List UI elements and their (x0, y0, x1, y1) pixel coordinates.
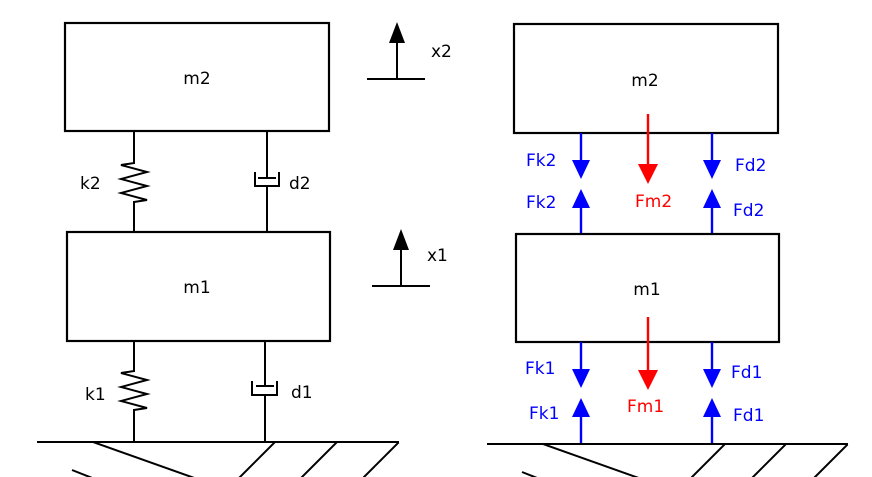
coordinate-x2-label: x2 (431, 42, 452, 62)
spring-k1: k1 (85, 341, 151, 442)
fbd-lower-forces: Fk1 Fk1 Fm1 Fd1 Fd1 (525, 317, 764, 444)
fbd-mass-m2-box (512, 22, 780, 135)
spring-k1-label: k1 (85, 385, 106, 405)
fbd-ground (487, 443, 849, 477)
fm2-label: Fm2 (635, 192, 672, 212)
fbd-ground-hatching-icon (521, 445, 849, 477)
fd1-down-label: Fd1 (731, 363, 762, 383)
fd1-up-arrow-icon (703, 398, 721, 417)
spring-k2: k2 (80, 131, 151, 232)
fk2-down-label: Fk2 (526, 151, 556, 171)
fd1-up-label: Fd1 (733, 406, 764, 426)
fbd-mass-m2-block: m2 (512, 22, 780, 135)
fm1-arrow-icon (638, 370, 658, 390)
spring-k2-icon (117, 131, 151, 232)
spring-k2-label: k2 (80, 174, 101, 194)
fd2-down-label: Fd2 (735, 156, 766, 176)
arrow-up-icon (389, 22, 405, 43)
fk1-up-label: Fk1 (529, 404, 559, 424)
fm2-arrow-icon (638, 164, 658, 184)
coordinate-x2: x2 (367, 22, 452, 80)
mass-m2-box (63, 21, 331, 133)
right-panel-free-body: m2 Fk2 Fk2 Fm2 Fd2 Fd2 (487, 22, 849, 477)
fk1-down-label: Fk1 (525, 359, 555, 379)
fk2-up-arrow-icon (572, 189, 590, 208)
mass-m1-label: m1 (183, 278, 210, 298)
fk1-up-arrow-icon (572, 398, 590, 417)
fd2-down-arrow-icon (703, 160, 721, 179)
fd2-up-label: Fd2 (733, 201, 764, 221)
fk1-down-arrow-icon (572, 369, 590, 388)
fbd-mass-m2-label: m2 (631, 71, 658, 91)
ground-hatching-icon (71, 443, 400, 477)
fm1-label: Fm1 (627, 397, 664, 417)
arrow-up-icon (393, 229, 409, 250)
fbd-upper-forces: Fk2 Fk2 Fm2 Fd2 Fd2 (526, 114, 766, 234)
left-panel-model: m2 k2 d2 x2 m1 (37, 21, 452, 477)
coordinate-x1-label: x1 (427, 246, 448, 266)
fbd-mass-m1-label: m1 (633, 280, 660, 300)
damper-d2: d2 (254, 131, 311, 232)
fk2-up-label: Fk2 (526, 193, 556, 213)
mass-m2-block: m2 (63, 21, 331, 133)
fd2-up-arrow-icon (703, 189, 721, 208)
damper-d2-label: d2 (289, 174, 311, 194)
fd1-down-arrow-icon (703, 369, 721, 388)
fk2-down-arrow-icon (572, 160, 590, 179)
ground (37, 441, 400, 477)
mass-m1-block: m1 (65, 230, 332, 343)
mass-m1-box (65, 230, 332, 343)
spring-k1-icon (117, 341, 151, 442)
coordinate-x1: x1 (372, 229, 448, 287)
damper-d1: d1 (251, 341, 313, 442)
mass-m2-label: m2 (183, 69, 210, 89)
damper-d1-label: d1 (291, 383, 313, 403)
